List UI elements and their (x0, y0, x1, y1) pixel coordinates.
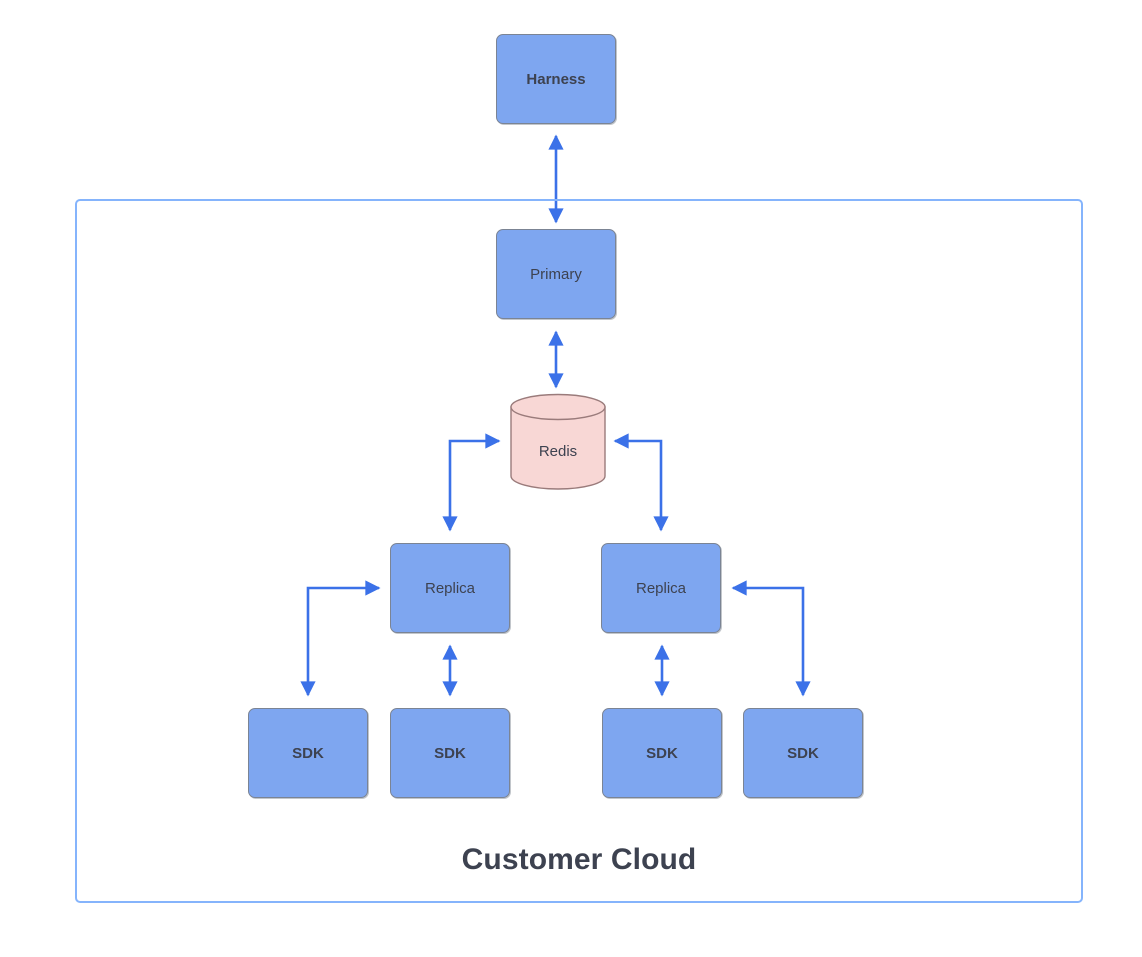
node-sdk-2-label: SDK (434, 744, 466, 762)
node-sdk-4-label: SDK (787, 744, 819, 762)
node-sdk-4[interactable]: SDK (743, 708, 863, 798)
node-replica-right[interactable]: Replica (601, 543, 721, 633)
customer-cloud-boundary (75, 199, 1083, 903)
node-primary-label: Primary (530, 265, 582, 283)
node-redis-datastore[interactable]: Redis (510, 393, 606, 490)
node-primary[interactable]: Primary (496, 229, 616, 319)
node-harness[interactable]: Harness (496, 34, 616, 124)
node-sdk-1[interactable]: SDK (248, 708, 368, 798)
node-sdk-3[interactable]: SDK (602, 708, 722, 798)
node-sdk-3-label: SDK (646, 744, 678, 762)
node-sdk-1-label: SDK (292, 744, 324, 762)
node-replica-left[interactable]: Replica (390, 543, 510, 633)
node-replica-left-label: Replica (424, 579, 476, 597)
customer-cloud-title: Customer Cloud (461, 843, 697, 876)
cylinder-icon (510, 393, 606, 490)
node-harness-label: Harness (526, 70, 586, 88)
node-redis-label: Redis (538, 442, 578, 460)
node-replica-right-label: Replica (635, 579, 687, 597)
node-sdk-2[interactable]: SDK (390, 708, 510, 798)
